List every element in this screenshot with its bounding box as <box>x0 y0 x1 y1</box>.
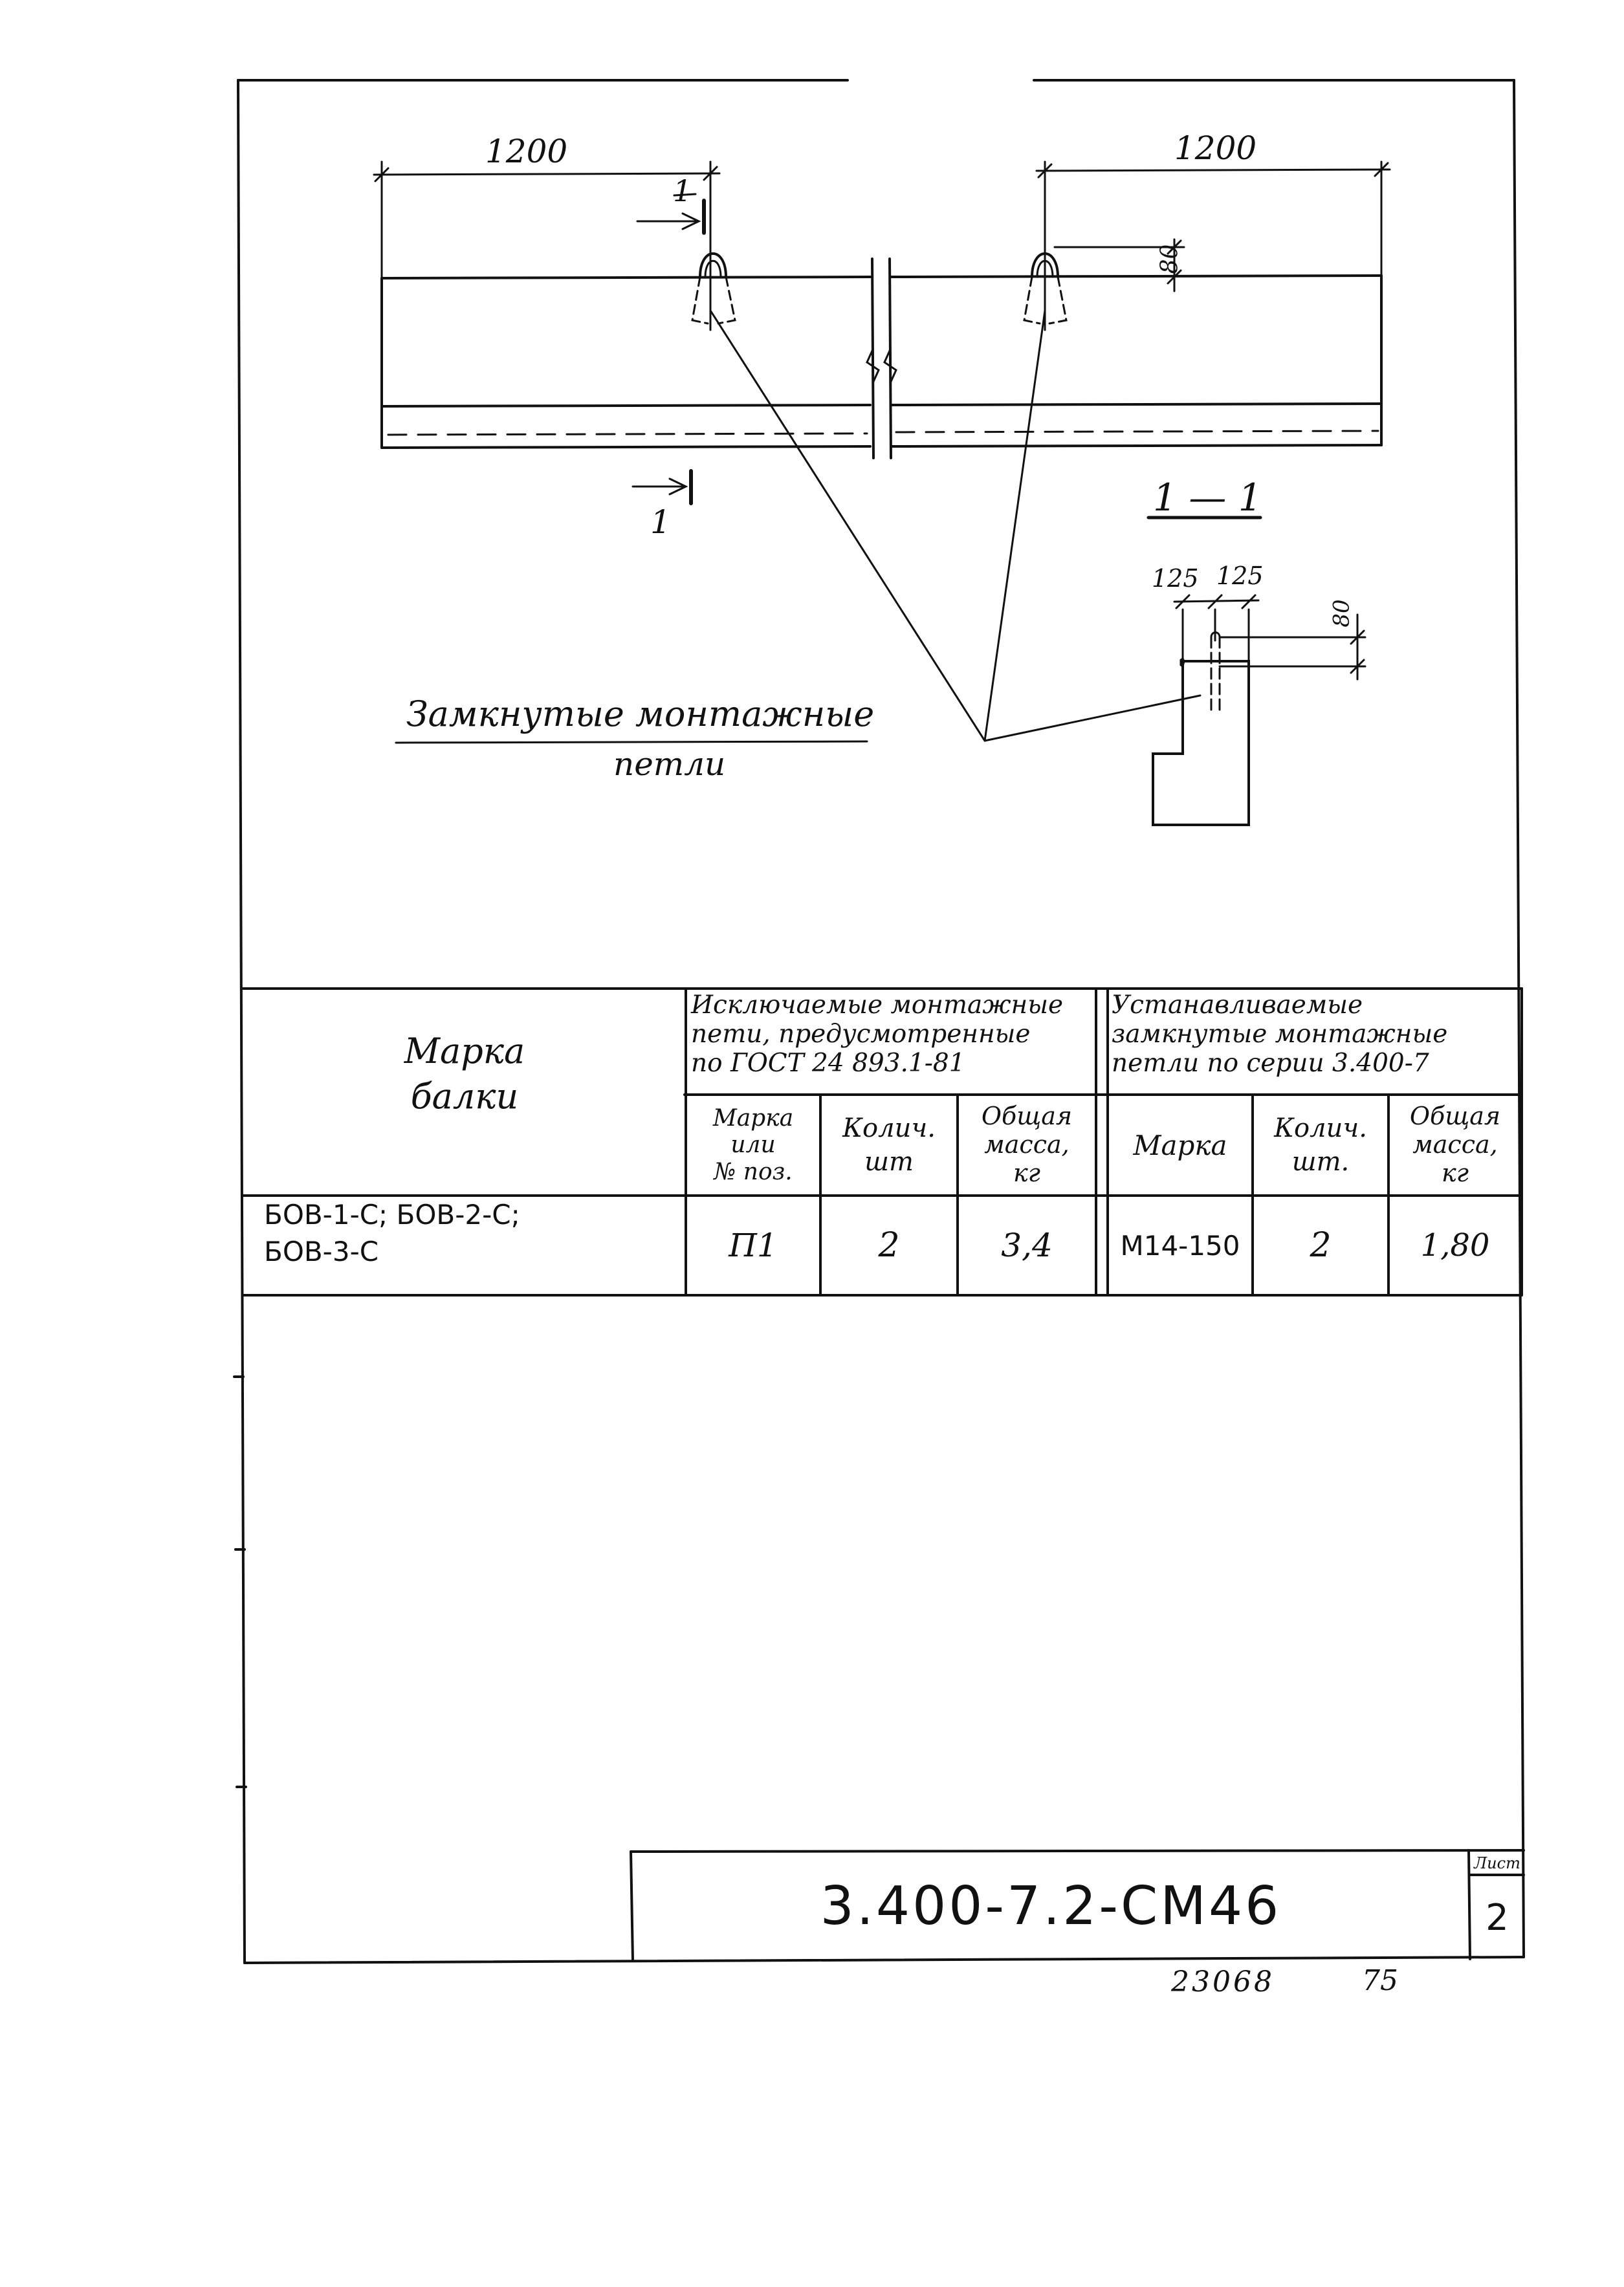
table-header-excl-mass: Общая масса, кг <box>959 1096 1095 1194</box>
dim-right-value: 1200 <box>1174 129 1257 167</box>
sheet-frame <box>233 79 1525 1964</box>
installed-group-line1: Устанавливаемые <box>1112 990 1363 1020</box>
table-header-excluded-group: Исключаемые монтажные пети, предусмотрен… <box>691 990 1095 1092</box>
section-1-1-view <box>1147 516 1366 826</box>
table-cell-excl-qty: 2 <box>878 1226 900 1265</box>
inst-qty-header-line2: шт. <box>1291 1147 1350 1177</box>
specification-table-grid <box>242 987 1523 1297</box>
table-header-inst-mass: Общая масса, кг <box>1390 1096 1520 1194</box>
installed-group-line2: замкнутые монтажные <box>1112 1019 1448 1049</box>
sheet-label: Лист <box>1474 1854 1520 1872</box>
inst-qty-header-line1: Колич. <box>1274 1113 1367 1143</box>
inst-mass-header-line1: Общая <box>1409 1102 1501 1131</box>
section-cut-marker-bottom <box>631 469 693 505</box>
section-mark-bottom: 1 <box>650 503 671 541</box>
beam-marks-line1: БОВ-1-С; БОВ-2-С; <box>264 1199 520 1231</box>
dimension-1200-right <box>1035 160 1391 331</box>
section-mark-top: 1 <box>673 173 692 208</box>
title-block-frame <box>630 1849 1525 1962</box>
table-header-excl-mark: Марка или № поз. <box>687 1096 819 1194</box>
leader-label-line2: петли <box>613 745 726 783</box>
lifting-loop-left <box>691 252 736 325</box>
table-header-inst-mark: Марка <box>1109 1096 1251 1194</box>
inst-mass-header-line3: кг <box>1442 1158 1469 1187</box>
table-row-beam-marks: БОВ-1-С; БОВ-2-С; БОВ-3-С <box>264 1197 683 1294</box>
document-designation: 3.400-7.2-СМ46 <box>820 1875 1282 1937</box>
dim-left-value: 1200 <box>485 133 568 170</box>
table-header-inst-qty: Колич. шт. <box>1254 1096 1387 1194</box>
section-cut-marker-top <box>636 193 706 235</box>
leader-lines <box>395 309 1202 744</box>
excluded-group-line3: по ГОСТ 24 893.1-81 <box>691 1048 965 1078</box>
excl-qty-header-line1: Колич. <box>842 1113 936 1143</box>
excl-mass-header-line3: кг <box>1013 1158 1040 1187</box>
excl-mass-header-line2: масса, <box>984 1130 1070 1159</box>
table-cell-excl-mark: П1 <box>729 1227 778 1264</box>
section-dim-a: 125 <box>1152 564 1199 593</box>
table-cell-excl-mass: 3,4 <box>1001 1227 1053 1264</box>
beam-marks-line2: БОВ-3-С <box>264 1235 379 1267</box>
section-dim-b: 125 <box>1216 562 1264 590</box>
excl-mark-header-line2: или <box>730 1132 776 1159</box>
excluded-group-line1: Исключаемые монтажные <box>691 990 1064 1020</box>
table-header-beam-mark: Марка балки <box>246 1009 683 1139</box>
table-cell-inst-qty: 2 <box>1310 1226 1332 1265</box>
excl-mass-header-line1: Общая <box>981 1102 1073 1131</box>
beam-elevation <box>380 257 1383 459</box>
table-cell-inst-mass: 1,80 <box>1420 1227 1490 1264</box>
beam-mark-header-line2: балки <box>410 1076 519 1117</box>
leader-label-line1: Замкнутые монтажные <box>406 694 875 734</box>
dimension-loop-height <box>1053 238 1185 292</box>
excl-mark-header-line1: Марка <box>712 1104 794 1132</box>
dimension-1200-left <box>373 160 721 331</box>
table-header-excl-qty: Колич. шт <box>822 1096 956 1194</box>
excluded-group-line2: пети, предусмотренные <box>691 1019 1031 1049</box>
section-dim-height: 80 <box>1328 599 1355 628</box>
installed-group-line3: петли по серии 3.400-7 <box>1112 1048 1429 1078</box>
inst-mass-header-line2: масса, <box>1412 1130 1498 1159</box>
beam-mark-header-line1: Марка <box>404 1030 525 1071</box>
dim-loop-height-value: 80 <box>1156 244 1183 274</box>
sheet-number: 2 <box>1486 1896 1509 1939</box>
excl-mark-header-line3: № поз. <box>714 1158 793 1185</box>
inst-mark-header: Марка <box>1133 1129 1227 1161</box>
inventory-number: 23068 <box>1171 1965 1275 1998</box>
footer-second-number: 75 <box>1362 1964 1398 1997</box>
excl-qty-header-line2: шт <box>864 1147 914 1177</box>
table-cell-inst-mark: М14-150 <box>1120 1229 1240 1262</box>
section-title: 1 — 1 <box>1153 476 1262 520</box>
table-header-installed-group: Устанавливаемые замкнутые монтажные петл… <box>1112 990 1520 1092</box>
